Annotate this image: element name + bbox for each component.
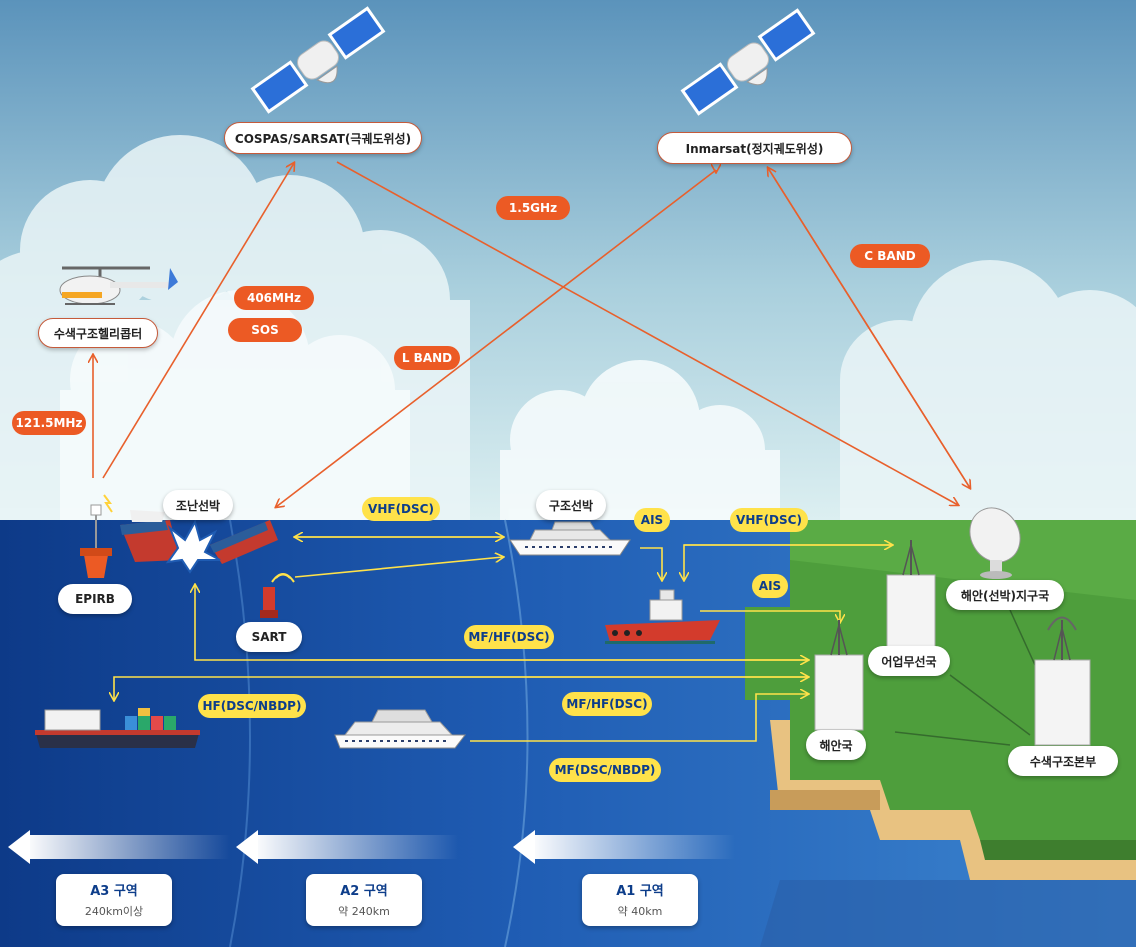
tug-boat-icon [605, 589, 720, 644]
rescue-ship-icon [509, 521, 631, 556]
tag-sos: SOS [228, 318, 302, 342]
satellite-links [93, 162, 970, 507]
fishery-radio-building-icon [886, 540, 936, 648]
epirb-icon [80, 494, 113, 578]
cospas-sarsat-label: COSPAS/SARSAT(극궤도위성) [224, 122, 422, 154]
cospas-satellite-icon [250, 6, 386, 114]
distress-ship-icon [120, 510, 278, 574]
sart-label: SART [236, 622, 302, 652]
zone-a2-distance: 약 240km [338, 905, 390, 918]
tag-1-5ghz: 1.5GHz [496, 196, 570, 220]
tag-mf-hf-dsc-2: MF/HF(DSC) [562, 692, 652, 716]
zone-a2-title: A2 구역 [340, 884, 388, 899]
zone-a3-title: A3 구역 [90, 884, 138, 899]
helicopter-label: 수색구조헬리콥터 [38, 318, 158, 348]
land-earth-station-label: 해안(선박)지구국 [946, 580, 1064, 610]
zone-a1: A1 구역 약 40km [582, 874, 698, 926]
tag-hf-dsc-nbdp: HF(DSC/NBDP) [198, 694, 306, 718]
tag-ais-1: AIS [634, 508, 670, 532]
cargo-ship-icon [35, 708, 200, 748]
yacht-icon [334, 709, 467, 749]
zone-a2: A2 구역 약 240km [306, 874, 422, 926]
satellite-dish-icon [969, 507, 1021, 579]
rescue-hq-label: 수색구조본부 [1008, 746, 1118, 776]
rescue-ship-label: 구조선박 [536, 490, 606, 520]
tag-mf-dsc-nbdp: MF(DSC/NBDP) [549, 758, 661, 782]
tag-c-band: C BAND [850, 244, 930, 268]
inmarsat-satellite-icon [680, 8, 816, 116]
sart-icon [260, 573, 295, 618]
tag-406mhz: 406MHz [234, 286, 314, 310]
coast-station-building-icon [814, 620, 864, 731]
fishery-radio-label: 어업무선국 [868, 646, 950, 676]
tag-121-5mhz: 121.5MHz [12, 411, 86, 435]
zone-a3-distance: 240km이상 [84, 905, 144, 918]
zone-a3: A3 구역 240km이상 [56, 874, 172, 926]
zone-a1-distance: 약 40km [617, 905, 663, 918]
tag-ais-2: AIS [752, 574, 788, 598]
coast-station-label: 해안국 [806, 730, 866, 760]
zone-arrows [8, 830, 735, 864]
helicopter-icon [59, 266, 178, 305]
epirb-label: EPIRB [58, 584, 132, 614]
tag-mf-hf-dsc-1: MF/HF(DSC) [464, 625, 554, 649]
tag-vhf-dsc-1: VHF(DSC) [362, 497, 440, 521]
radio-links [114, 537, 892, 742]
zone-a1-title: A1 구역 [616, 884, 664, 899]
tag-vhf-dsc-2: VHF(DSC) [730, 508, 808, 532]
distress-ship-label: 조난선박 [163, 490, 233, 520]
tag-l-band: L BAND [394, 346, 460, 370]
rescue-hq-building-icon [1034, 616, 1091, 746]
inmarsat-label: Inmarsat(정지궤도위성) [657, 132, 852, 164]
